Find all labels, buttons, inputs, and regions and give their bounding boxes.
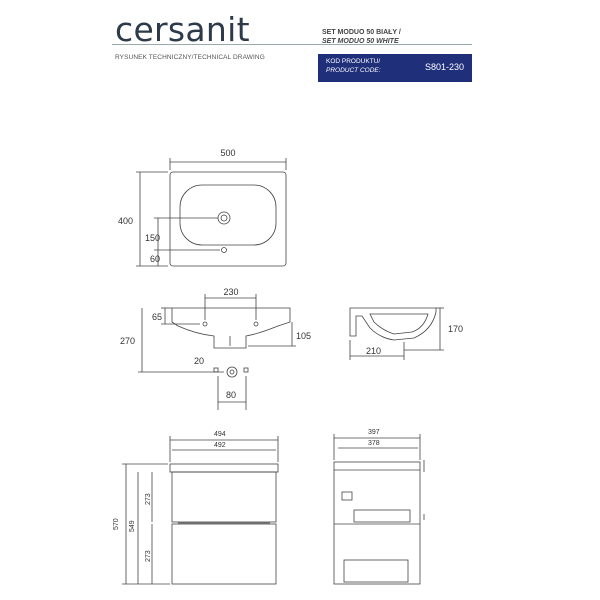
basin-top-view: 500 400 150 60	[118, 148, 287, 267]
dim-500: 500	[220, 148, 235, 158]
dim-400: 400	[118, 216, 133, 226]
drawer-bottom	[171, 523, 277, 585]
basin-side-view: 170 210	[349, 307, 463, 360]
basin-bowl	[179, 184, 277, 246]
basin-front-view: 230 65 270 105 20 80	[120, 287, 311, 410]
dim-210: 210	[366, 346, 381, 356]
dim-80: 80	[226, 390, 236, 400]
waste-nut-right	[243, 367, 249, 373]
cabinet-side-outline	[333, 461, 421, 585]
dim-20: 20	[194, 356, 204, 366]
drain-outer	[217, 211, 231, 225]
dim-170: 170	[448, 324, 463, 334]
cabinet-front-view: 494 492 570 549 273 273	[113, 431, 279, 585]
brand-logo: cersanit	[115, 10, 250, 49]
drawer-box-top	[353, 509, 411, 523]
dim-570: 570	[113, 518, 120, 530]
drain-inner	[220, 214, 228, 222]
cabinet-side-view: 397 378	[333, 429, 425, 585]
set-name-en: SET MODUO 50 WHITE	[322, 38, 399, 45]
basin-side-outline	[349, 307, 437, 341]
dim-378: 378	[368, 440, 380, 447]
tap-hole	[221, 247, 227, 253]
dim-273-top: 273	[145, 493, 152, 505]
dim-397: 397	[368, 429, 380, 436]
fix-hole-left	[202, 321, 208, 327]
dim-492: 492	[214, 442, 226, 449]
drawer-top	[171, 471, 277, 523]
dim-549: 549	[129, 520, 136, 532]
dim-230: 230	[223, 287, 238, 297]
waste-nut-left	[213, 367, 219, 373]
basin-front-outline	[171, 307, 291, 349]
set-name-pl: SET MODUO 50 BIAŁY /	[322, 29, 401, 36]
basin-outline	[169, 171, 287, 267]
dim-494: 494	[214, 431, 226, 438]
dim-273-bottom: 273	[145, 550, 152, 562]
dim-60: 60	[150, 254, 160, 264]
dim-65: 65	[152, 312, 162, 322]
drawing-subtitle: RYSUNEK TECHNICZNY/TECHNICAL DRAWING	[115, 54, 265, 61]
fix-hole-right	[253, 321, 259, 327]
code-label-pl: KOD PRODUKTU/	[326, 58, 381, 65]
dim-270: 270	[120, 336, 135, 346]
dim-105: 105	[296, 331, 311, 341]
product-code-box: KOD PRODUKTU/ PRODUCT CODE: S801-230	[318, 54, 472, 82]
dim-150: 150	[145, 233, 160, 243]
cabinet-top-slab	[169, 463, 279, 473]
code-value: S801-230	[424, 62, 464, 72]
header-divider	[112, 44, 472, 45]
waste-outer	[226, 366, 238, 378]
basin-side-inner	[369, 313, 429, 335]
drawer-box-bottom	[343, 559, 409, 583]
waste-inner	[229, 369, 235, 375]
hinge	[341, 491, 353, 501]
code-label-en: PRODUCT CODE:	[326, 67, 381, 74]
